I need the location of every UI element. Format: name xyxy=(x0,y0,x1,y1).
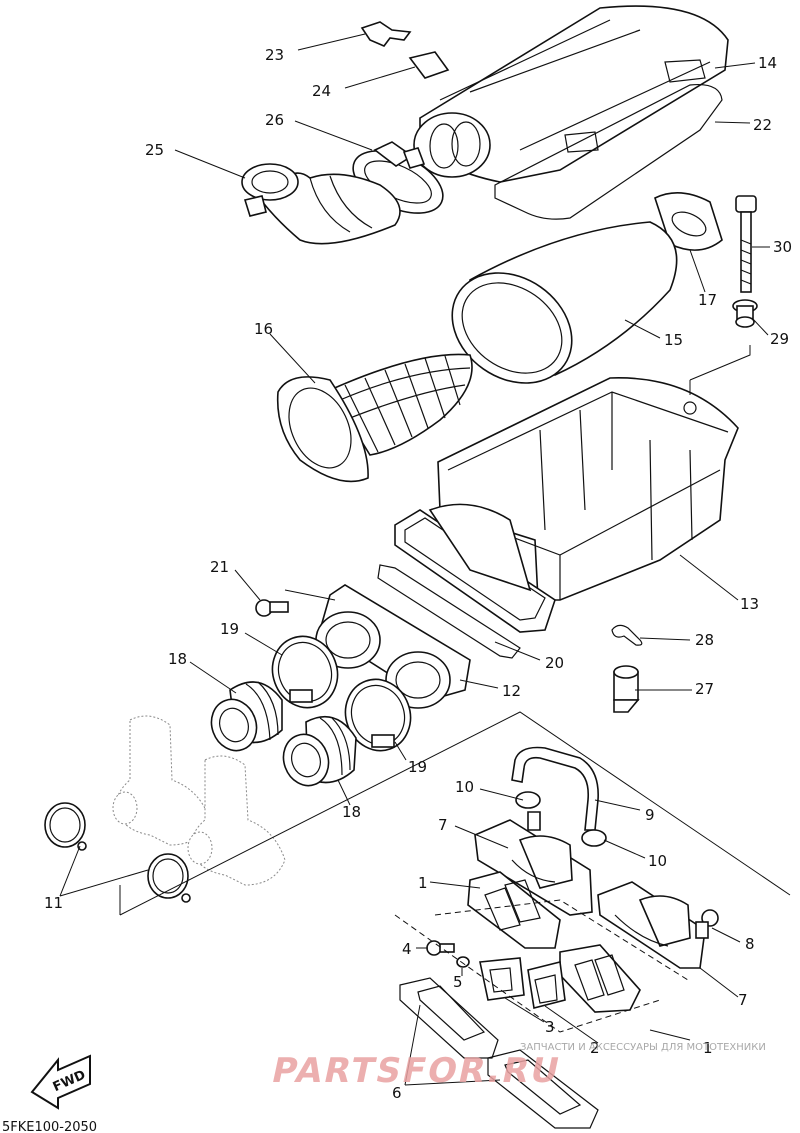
part-2-reed-petal xyxy=(527,961,566,1009)
part-13-air-box xyxy=(437,377,739,601)
part-7-reed-housing-b xyxy=(597,881,706,969)
label-13: 13 xyxy=(740,595,759,613)
part-19-clamp-a xyxy=(271,635,339,709)
part-3-reed-stopper xyxy=(479,957,525,1001)
part-20-gasket xyxy=(377,564,521,659)
label-5: 5 xyxy=(453,973,463,991)
part-18-boot-b xyxy=(282,715,357,787)
leader-lines xyxy=(59,33,770,1086)
part-16-filter-cage xyxy=(276,353,473,483)
label-11: 11 xyxy=(44,894,63,912)
part-24-plate xyxy=(408,51,450,79)
label-1b: 1 xyxy=(703,1039,713,1057)
label-2: 2 xyxy=(590,1039,600,1057)
label-28: 28 xyxy=(695,631,714,649)
label-1a: 1 xyxy=(418,874,428,892)
fwd-arrow-icon: FWD xyxy=(30,1054,91,1110)
label-17: 17 xyxy=(698,291,717,309)
part-1-reed-valve-a xyxy=(467,871,561,949)
part-11-clamp-b xyxy=(147,853,191,903)
part-27-drain-fitting xyxy=(613,665,640,713)
label-23: 23 xyxy=(265,46,284,64)
part-6-gasket-a xyxy=(399,977,499,1059)
label-29: 29 xyxy=(770,330,789,348)
watermark-logo: PARTSFOR.RU xyxy=(268,1051,564,1091)
label-26: 26 xyxy=(265,111,284,129)
label-18a: 18 xyxy=(168,650,187,668)
label-7b: 7 xyxy=(738,991,748,1009)
part-15-air-filter xyxy=(451,221,678,384)
part-17-cap xyxy=(654,192,723,251)
label-30: 30 xyxy=(773,238,792,256)
part-7-reed-housing-a xyxy=(474,819,593,916)
label-12: 12 xyxy=(502,682,521,700)
label-9: 9 xyxy=(645,806,655,824)
label-19a: 19 xyxy=(220,620,239,638)
part-30-bolt xyxy=(735,195,757,293)
part-5-washer xyxy=(456,956,470,968)
label-21: 21 xyxy=(210,558,229,576)
label-19b: 19 xyxy=(408,758,427,776)
part-28-clip xyxy=(611,624,643,646)
part-25-intake-duct xyxy=(241,163,401,245)
label-27: 27 xyxy=(695,680,714,698)
label-20: 20 xyxy=(545,654,564,672)
label-15: 15 xyxy=(664,331,683,349)
label-18b: 18 xyxy=(342,803,361,821)
part-10-clip-a xyxy=(515,791,541,809)
label-7a: 7 xyxy=(438,816,448,834)
part-labels: 23 24 25 26 14 22 17 30 29 15 16 13 21 1… xyxy=(44,46,792,1102)
label-10b: 10 xyxy=(648,852,667,870)
part-23-clip xyxy=(360,21,412,47)
part-14-air-box-cover xyxy=(413,5,729,183)
part-19-clamp-b xyxy=(344,678,412,752)
ghost-carburetor-b xyxy=(187,755,286,886)
label-24: 24 xyxy=(312,82,331,100)
part-18-boot-a xyxy=(210,681,283,752)
label-4: 4 xyxy=(402,940,412,958)
part-13-outlet-flange xyxy=(394,503,556,633)
part-6-gasket-b xyxy=(487,1049,599,1129)
ghost-carburetor-a xyxy=(112,715,211,846)
label-6: 6 xyxy=(392,1084,402,1102)
part-9-hose xyxy=(511,746,599,831)
label-3: 3 xyxy=(545,1018,555,1036)
label-14: 14 xyxy=(758,54,777,72)
part-8-screw xyxy=(695,909,719,939)
watermark-tagline: ЗАПЧАСТИ И АКСЕССУАРЫ ДЛЯ МОТОТЕХНИКИ xyxy=(520,1042,766,1053)
label-10a: 10 xyxy=(455,778,474,796)
part-21-screw xyxy=(255,599,289,617)
label-16: 16 xyxy=(254,320,273,338)
part-22-gasket xyxy=(494,83,723,220)
part-11-clamp-a xyxy=(44,802,87,851)
watermark: ЗАПЧАСТИ И АКСЕССУАРЫ ДЛЯ МОТОТЕХНИКИ PA… xyxy=(268,1042,766,1091)
part-10-clip-b xyxy=(581,829,607,847)
part-29-grommet xyxy=(732,299,758,328)
label-8: 8 xyxy=(745,935,755,953)
part-4-screw xyxy=(426,940,455,956)
diagram-code: 5FKE100-2050 xyxy=(2,1120,97,1133)
label-22: 22 xyxy=(753,116,772,134)
label-25: 25 xyxy=(145,141,164,159)
part-1-reed-valve-b xyxy=(559,944,641,1013)
